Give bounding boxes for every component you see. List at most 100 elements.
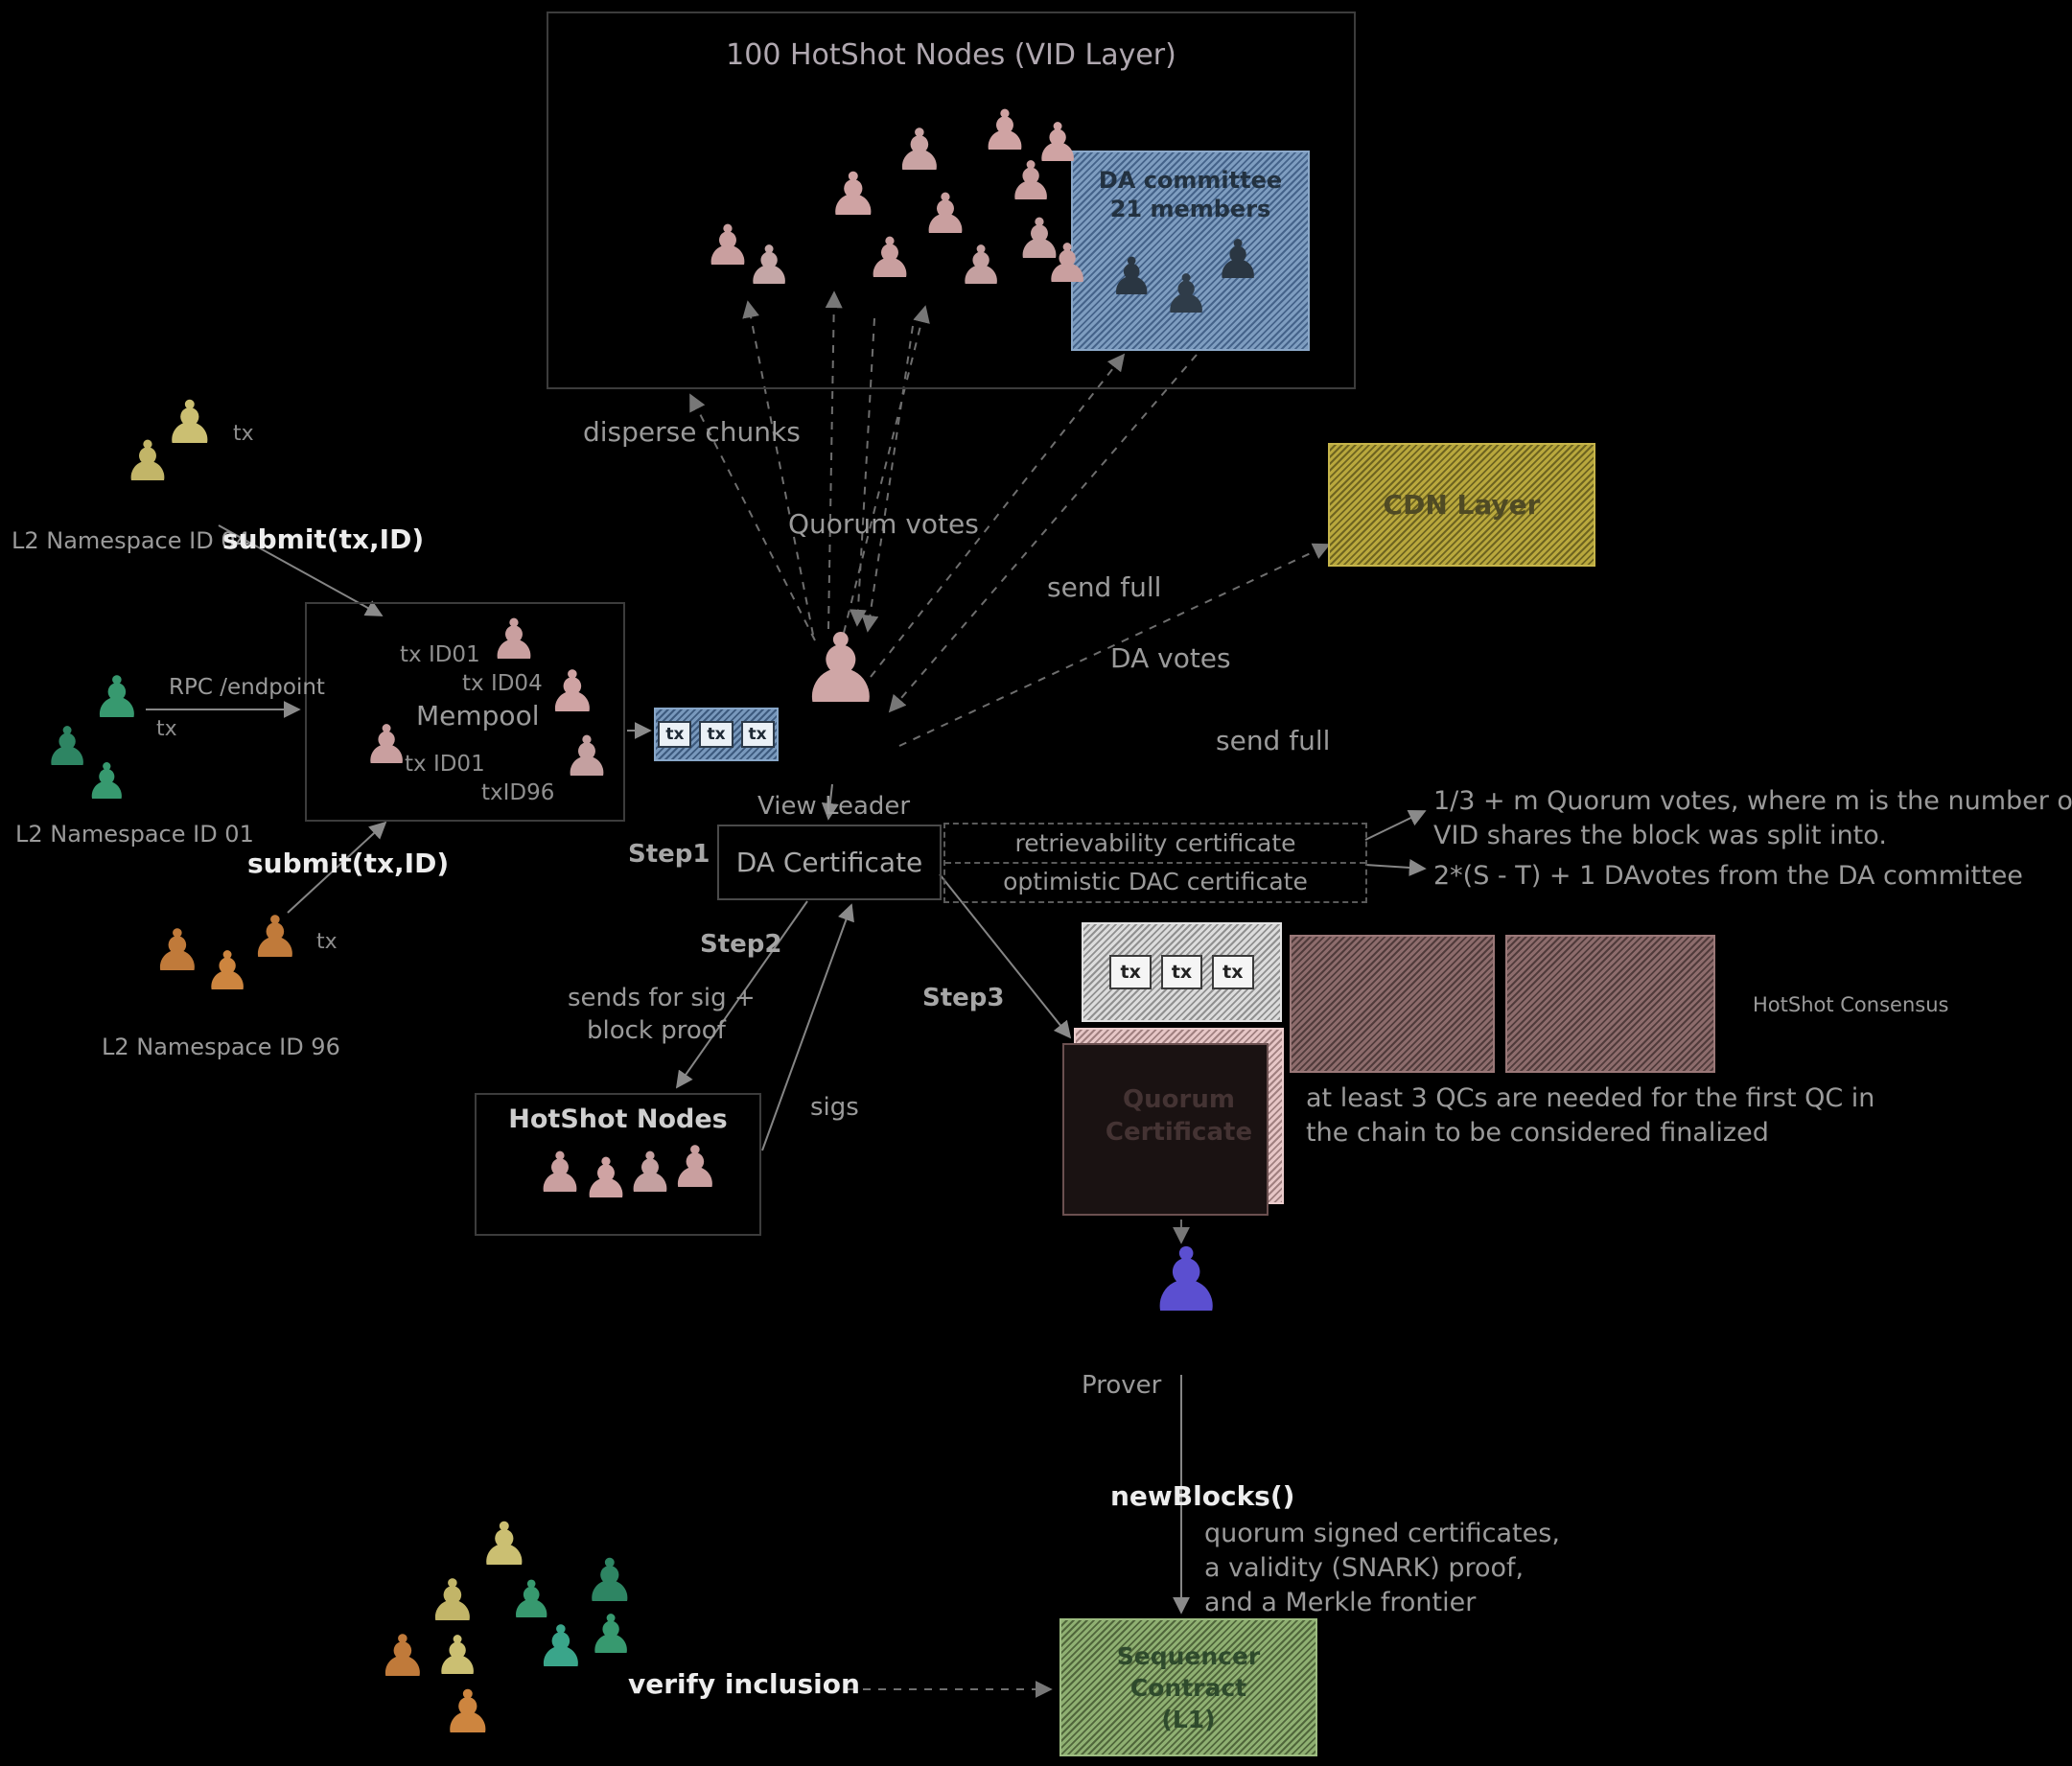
ns96-pawn-icon <box>203 945 251 999</box>
new-blocks-desc-line1: quorum signed certificates, <box>1204 1519 1560 1548</box>
ns04-pawn-icon <box>163 393 217 453</box>
mempool-item: txID96 <box>481 780 555 805</box>
verifier-pawn-icon <box>427 1572 478 1630</box>
hotshot-nodes-box: HotShot Nodes <box>475 1093 761 1236</box>
leader-block: tx tx tx <box>654 708 779 761</box>
verifier-pawn-icon <box>583 1551 637 1611</box>
ns01-tx-label: tx <box>156 717 177 741</box>
qc-block: tx tx tx <box>1082 922 1282 1022</box>
mempool-item: tx ID04 <box>462 671 543 696</box>
certificate-types-box: retrievability certificate optimistic DA… <box>943 823 1367 903</box>
da-votes-label: DA votes <box>1110 642 1231 674</box>
sequencer-contract-box: Sequencer Contract (L1) <box>1059 1618 1317 1756</box>
vid-node-pawn-icon <box>894 122 945 179</box>
committee-pawn-icon <box>1214 234 1262 288</box>
mempool-title: Mempool <box>416 700 540 732</box>
vid-node-pawn-icon <box>745 240 793 293</box>
hotshot-nodes-title: HotShot Nodes <box>508 1104 728 1134</box>
sequencer-label-line2: (L1) <box>1161 1705 1216 1733</box>
submit-label-1: submit(tx,ID) <box>222 523 425 555</box>
qc-finality-note: at least 3 QCs are needed for the first … <box>1306 1081 1874 1150</box>
view-leader-label: View Leader <box>757 792 911 821</box>
vid-node-pawn-icon <box>1043 238 1091 291</box>
send-full-label-1: send full <box>1047 571 1162 603</box>
new-blocks-desc-line2: a validity (SNARK) proof, <box>1204 1553 1525 1583</box>
ns96-pawn-icon <box>249 909 301 966</box>
hotshot-node-pawn-icon <box>669 1139 721 1197</box>
committee-pawn-icon <box>1108 251 1154 303</box>
ns01-pawn-icon <box>91 669 143 727</box>
verifier-pawn-icon <box>433 1630 481 1684</box>
verifier-pawn-icon <box>377 1628 429 1685</box>
mempool-box: tx ID01 tx ID04 Mempool tx ID01 txID96 <box>305 602 625 822</box>
sequencer-label-line1: Sequencer Contract <box>1116 1641 1261 1702</box>
new-blocks-label: newBlocks() <box>1110 1480 1295 1512</box>
retrievability-cert-label: retrievability certificate <box>945 825 1365 864</box>
disperse-chunks-label: disperse chunks <box>583 416 801 448</box>
vid-node-pawn-icon <box>957 240 1005 293</box>
ns01-label: L2 Namespace ID 01 <box>15 821 254 848</box>
quorum-votes-label: Quorum votes <box>788 508 979 540</box>
hotshot-node-pawn-icon <box>535 1145 585 1200</box>
ns04-tx-label: tx <box>233 422 254 446</box>
vid-node-pawn-icon <box>865 230 915 286</box>
mempool-pawn-icon <box>362 719 410 773</box>
optimistic-dac-label: optimistic DAC certificate <box>1003 868 1308 895</box>
qc-label-line2: Certificate <box>1105 1118 1253 1147</box>
quorum-certificate-box: Quorum Certificate <box>1062 1028 1284 1216</box>
vid-node-pawn-icon <box>826 165 880 224</box>
vid-node-pawn-icon <box>920 186 970 242</box>
da-committee-box: DA committee 21 members <box>1071 151 1310 351</box>
ns96-tx-label: tx <box>316 930 338 954</box>
da-certificate-label: DA Certificate <box>735 847 923 878</box>
cdn-layer-box: CDN Layer <box>1328 443 1595 567</box>
vid-node-pawn-icon <box>1034 117 1082 171</box>
chain-block-1 <box>1290 935 1495 1073</box>
mempool-pawn-icon <box>562 729 612 784</box>
tx-chip: tx <box>1212 954 1254 990</box>
qc-note-line1: at least 3 QCs are needed for the first … <box>1306 1083 1875 1113</box>
verify-inclusion-label: verify inclusion <box>628 1668 860 1700</box>
hotshot-node-pawn-icon <box>625 1145 675 1200</box>
quorum-note-line2: VID shares the block was split into. <box>1433 821 1887 850</box>
vid-layer-box: 100 HotShot Nodes (VID Layer) DA committ… <box>547 12 1356 389</box>
ns96-label: L2 Namespace ID 96 <box>102 1034 340 1060</box>
quorum-note-line1: 1/3 + m Quorum votes, where m is the num… <box>1433 786 2072 816</box>
cdn-layer-label: CDN Layer <box>1383 489 1541 521</box>
da-committee-title: DA committee <box>1098 167 1283 194</box>
ns04-label: L2 Namespace ID 04 <box>12 527 250 554</box>
verifier-pawn-icon <box>441 1683 495 1742</box>
da-votes-note: 2*(S - T) + 1 DAvotes from the DA commit… <box>1433 861 2023 891</box>
rpc-endpoint-label: RPC /endpoint <box>169 675 325 700</box>
hotshot-node-pawn-icon <box>581 1150 631 1206</box>
sigs-label: sigs <box>810 1093 859 1122</box>
da-certificate-box: DA Certificate <box>717 825 942 900</box>
da-committee-subtitle: 21 members <box>1109 196 1271 222</box>
hotshot-consensus-label: HotShot Consensus <box>1753 993 1949 1016</box>
step1-label: Step1 <box>628 840 710 869</box>
qc-label-line1: Quorum <box>1123 1085 1235 1114</box>
quorum-votes-note: 1/3 + m Quorum votes, where m is the num… <box>1433 784 2072 853</box>
ns01-pawn-icon <box>84 757 129 807</box>
mempool-item: tx ID01 <box>405 752 485 777</box>
new-blocks-desc-line3: and a Merkle frontier <box>1204 1588 1477 1617</box>
new-blocks-desc: quorum signed certificates, a validity (… <box>1204 1517 1560 1620</box>
committee-pawn-icon <box>1162 268 1210 322</box>
prover-pawn-icon <box>1147 1237 1225 1325</box>
sends-for-sig-line2: block proof <box>587 1016 726 1045</box>
vid-layer-title: 100 HotShot Nodes (VID Layer) <box>726 38 1176 72</box>
ns96-pawn-icon <box>151 922 203 980</box>
step3-label: Step3 <box>922 984 1005 1012</box>
step2-label: Step2 <box>700 930 782 959</box>
verifier-pawn-icon <box>535 1618 587 1676</box>
tx-chip: tx <box>699 720 733 749</box>
sends-for-sig-line1: sends for sig + <box>568 984 756 1012</box>
tx-chip: tx <box>740 720 775 749</box>
submit-label-2: submit(tx,ID) <box>247 848 450 879</box>
mempool-item: tx ID01 <box>400 642 480 667</box>
view-leader-pawn-icon <box>798 621 884 717</box>
tx-chip: tx <box>1160 954 1203 990</box>
chain-block-2 <box>1505 935 1715 1073</box>
tx-chip: tx <box>658 720 692 749</box>
